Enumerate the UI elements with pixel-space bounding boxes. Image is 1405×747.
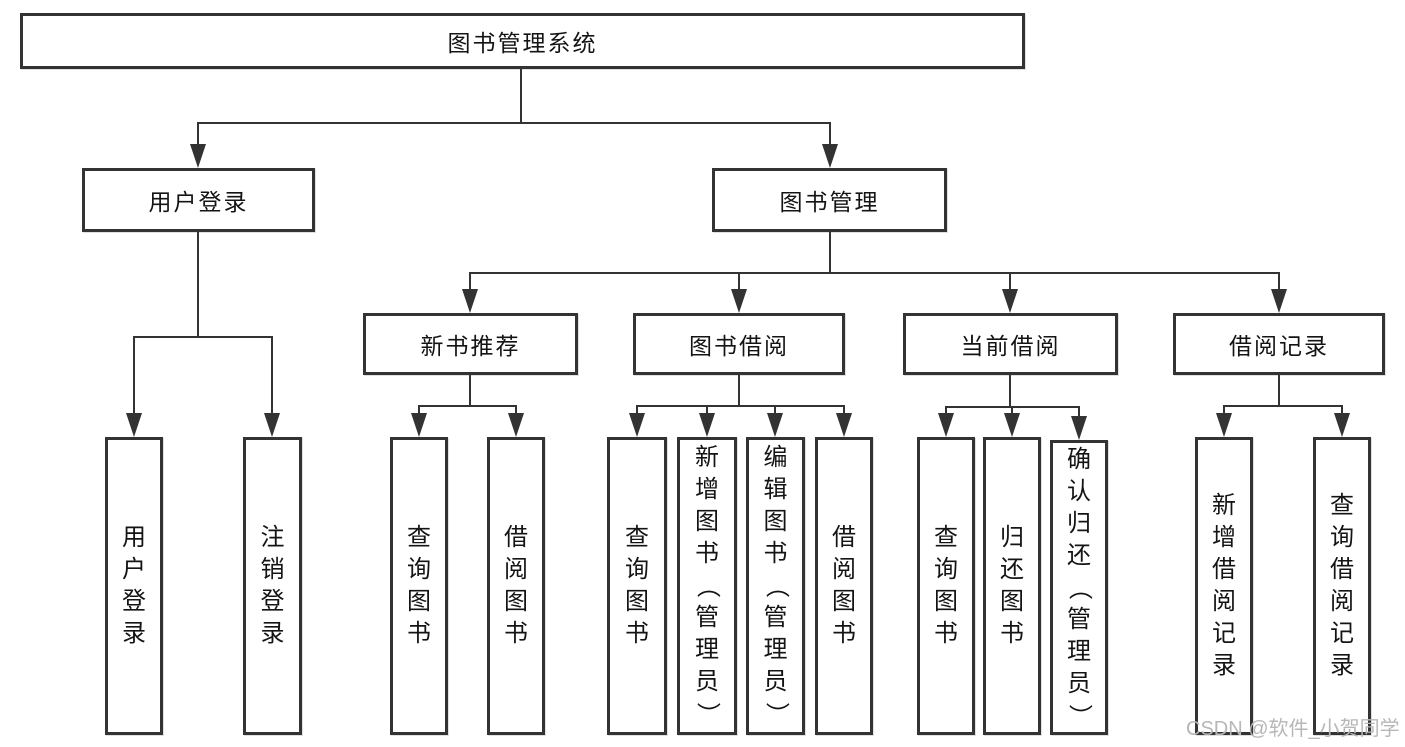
arrowhead-icon	[699, 413, 715, 437]
leaf-logout: 注销登录	[243, 437, 302, 735]
connector-line	[829, 122, 831, 148]
connector-line	[520, 68, 522, 124]
connector-line	[636, 405, 638, 417]
connector-line	[774, 405, 776, 417]
leaf-return-book-label: 归还图书	[1000, 524, 1024, 647]
leaf-confirm-return-admin-label: 确认归还（管理员）	[1066, 445, 1093, 728]
connector-line	[738, 272, 740, 294]
node-book-management-label: 图书管理	[779, 189, 880, 215]
connector-line	[1078, 406, 1080, 420]
connector-line	[515, 405, 517, 417]
connector-line	[945, 406, 947, 417]
connector-line	[1223, 405, 1225, 417]
connector-line	[706, 405, 708, 417]
leaf-borrow-book-2: 借阅图书	[815, 437, 873, 735]
arrowhead-icon	[508, 413, 524, 437]
connector-line	[1009, 272, 1011, 294]
connector-line	[843, 405, 845, 417]
arrowhead-icon	[1334, 413, 1350, 437]
leaf-query-book-3-label: 查询图书	[934, 524, 958, 647]
arrowhead-icon	[629, 413, 645, 437]
node-book-borrow-label: 图书借阅	[689, 333, 789, 359]
leaf-borrow-book-1-label: 借阅图书	[504, 524, 528, 647]
leaf-add-book-admin-label: 新增图书（管理员）	[694, 444, 721, 727]
leaf-edit-book-admin: 编辑图书（管理员）	[746, 437, 805, 735]
connector-line	[469, 374, 471, 406]
leaf-query-book-1: 查询图书	[390, 437, 448, 735]
connector-line	[418, 405, 517, 407]
arrowhead-icon	[938, 413, 954, 437]
node-library-system: 图书管理系统	[20, 13, 1025, 69]
arrowhead-icon	[411, 413, 427, 437]
leaf-add-borrow-record-label: 新增借阅记录	[1212, 492, 1236, 679]
arrowhead-icon	[767, 413, 783, 437]
node-user-login: 用户登录	[82, 168, 315, 232]
leaf-borrow-book-2-label: 借阅图书	[832, 524, 856, 647]
node-borrow-records: 借阅记录	[1173, 313, 1385, 375]
node-book-management: 图书管理	[712, 168, 947, 232]
arrowhead-icon	[1216, 413, 1232, 437]
node-library-system-label: 图书管理系统	[447, 30, 598, 56]
leaf-query-borrow-record-label: 查询借阅记录	[1330, 492, 1354, 679]
connector-line	[636, 405, 845, 407]
connector-line	[1278, 374, 1280, 406]
arrowhead-icon	[1002, 289, 1018, 313]
connector-line	[1009, 374, 1011, 407]
arrowhead-icon	[126, 413, 142, 437]
connector-line	[197, 122, 831, 124]
connector-line	[197, 122, 199, 148]
connector-line	[829, 230, 831, 274]
leaf-confirm-return-admin: 确认归还（管理员）	[1050, 440, 1108, 735]
connector-line	[1223, 405, 1343, 407]
leaf-logout-label: 注销登录	[260, 524, 285, 647]
node-new-book-recommend: 新书推荐	[363, 313, 578, 375]
leaf-query-book-1-label: 查询图书	[407, 524, 431, 647]
arrowhead-icon	[731, 289, 747, 313]
arrowhead-icon	[1004, 413, 1020, 437]
leaf-query-book-2: 查询图书	[607, 437, 667, 735]
node-borrow-records-label: 借阅记录	[1229, 333, 1329, 359]
connector-line	[469, 272, 471, 294]
arrowhead-icon	[190, 144, 206, 168]
connector-line	[1278, 272, 1280, 294]
connector-line	[418, 405, 420, 417]
connector-line	[197, 230, 199, 338]
connector-line	[133, 336, 135, 418]
connector-line	[1011, 406, 1013, 417]
arrowhead-icon	[836, 413, 852, 437]
leaf-add-borrow-record: 新增借阅记录	[1195, 437, 1253, 735]
arrowhead-icon	[1071, 416, 1087, 440]
leaf-borrow-book-1: 借阅图书	[487, 437, 545, 735]
node-current-borrow-label: 当前借阅	[960, 333, 1061, 359]
arrowhead-icon	[462, 289, 478, 313]
connector-line	[133, 336, 273, 338]
leaf-return-book: 归还图书	[983, 437, 1041, 735]
connector-line	[1341, 405, 1343, 417]
node-current-borrow: 当前借阅	[903, 313, 1118, 375]
leaf-query-borrow-record: 查询借阅记录	[1313, 437, 1371, 735]
connector-line	[738, 374, 740, 406]
connector-line	[469, 272, 1280, 274]
leaf-query-book-3: 查询图书	[917, 437, 975, 735]
node-book-borrow: 图书借阅	[633, 313, 845, 375]
node-new-book-recommend-label: 新书推荐	[420, 333, 521, 359]
leaf-user-login: 用户登录	[105, 437, 163, 735]
leaf-user-login-label: 用户登录	[122, 524, 146, 647]
leaf-add-book-admin: 新增图书（管理员）	[677, 437, 737, 735]
node-user-login-label: 用户登录	[148, 189, 249, 215]
arrowhead-icon	[264, 413, 280, 437]
leaf-query-book-2-label: 查询图书	[625, 524, 649, 647]
arrowhead-icon	[822, 144, 838, 168]
csdn-watermark: CSDN @软件_小贺同学	[1186, 718, 1400, 740]
leaf-edit-book-admin-label: 编辑图书（管理员）	[762, 444, 790, 727]
arrowhead-icon	[1271, 289, 1287, 313]
connector-line	[271, 336, 273, 418]
